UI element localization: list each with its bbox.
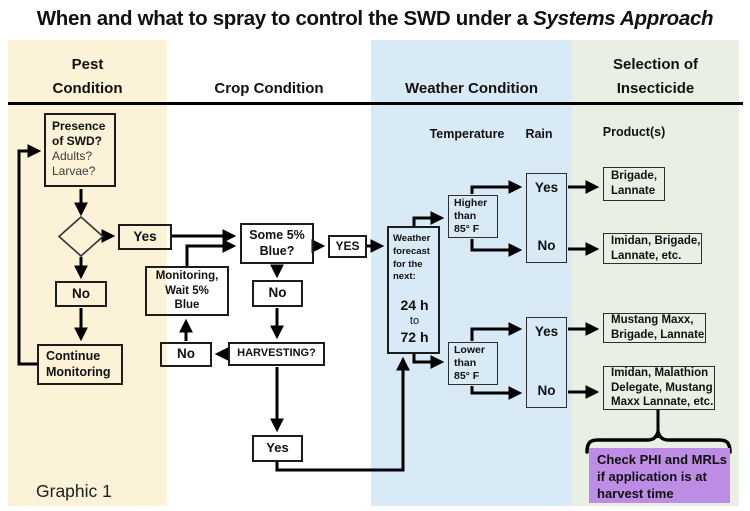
weather-condition-band [371, 40, 572, 506]
node-rain-lower: Yes No [526, 317, 567, 408]
node-monitoring-wait: Monitoring, Wait 5% Blue [145, 266, 229, 316]
rain-subheader: Rain [525, 127, 553, 141]
node-presence-of-swd: Presence of SWD? Adults? Larvae? [44, 113, 116, 187]
check-phi-mrls-note: Check PHI and MRLs if application is at … [589, 448, 730, 503]
title-main: When and what to spray to control the SW… [36, 7, 528, 30]
column-header-crop: Crop Condition [214, 80, 324, 97]
product-imidan-malathion-delegate: Imidan, Malathion Delegate, Mustang Maxx… [603, 366, 715, 410]
header-divider-line [8, 102, 743, 105]
title-emphasis: Systems Approach [533, 7, 714, 30]
node-rain-upper: Yes No [526, 173, 567, 263]
column-header-weather: Weather Condition [404, 80, 539, 97]
node-some-5-blue: Some 5% Blue? [240, 223, 314, 264]
page-title: When and what to spray to control the SW… [0, 7, 750, 31]
rain-lower-no-label: No [537, 383, 556, 399]
forecast-24h: 24 h [400, 297, 429, 314]
forecast-72h: 72 h [400, 328, 429, 345]
product-imidan-brigade-lannate: Imidan, Brigade, Lannate, etc. [603, 233, 702, 264]
rain-upper-no-label: No [537, 238, 556, 254]
node-someblue-no: No [252, 280, 303, 307]
product-mustang-brigade-lannate: Mustang Maxx, Brigade, Lannate [603, 313, 706, 343]
rain-upper-yes-label: Yes [534, 180, 559, 195]
pest-condition-band [8, 40, 167, 506]
graphic-number-label: Graphic 1 [36, 481, 112, 501]
products-subheader: Product(s) [602, 125, 666, 139]
column-header-insecticide: Selection of Insecticide [612, 56, 698, 97]
node-pest-no: No [55, 281, 107, 307]
forecast-to: to [409, 314, 420, 327]
presence-title: Presence of SWD? [52, 119, 106, 148]
temperature-subheader: Temperature [429, 127, 505, 141]
column-header-pest: Pest Condition [52, 56, 123, 97]
presence-questions: Adults? Larvae? [52, 149, 96, 178]
node-continue-monitoring: Continue Monitoring [37, 344, 123, 385]
node-pest-yes: Yes [118, 224, 172, 250]
rain-lower-yes-label: Yes [534, 324, 559, 339]
product-brigade-lannate: Brigade, Lannate [603, 167, 665, 201]
node-crop-yes-caps: YES [328, 235, 367, 258]
forecast-intro: Weather forecast for the next: [393, 233, 431, 283]
node-lower-than-85f: Lower than 85° F [448, 342, 498, 385]
node-weather-forecast: Weather forecast for the next: 24 h to 7… [387, 226, 440, 354]
node-harvesting-yes: Yes [252, 435, 303, 462]
node-harvesting-no: No [160, 342, 212, 367]
node-higher-than-85f: Higher than 85° F [448, 195, 498, 238]
insecticide-band [572, 40, 739, 506]
node-harvesting: HARVESTING? [228, 342, 325, 366]
arrow-monitoring-to-someblue [185, 239, 237, 266]
